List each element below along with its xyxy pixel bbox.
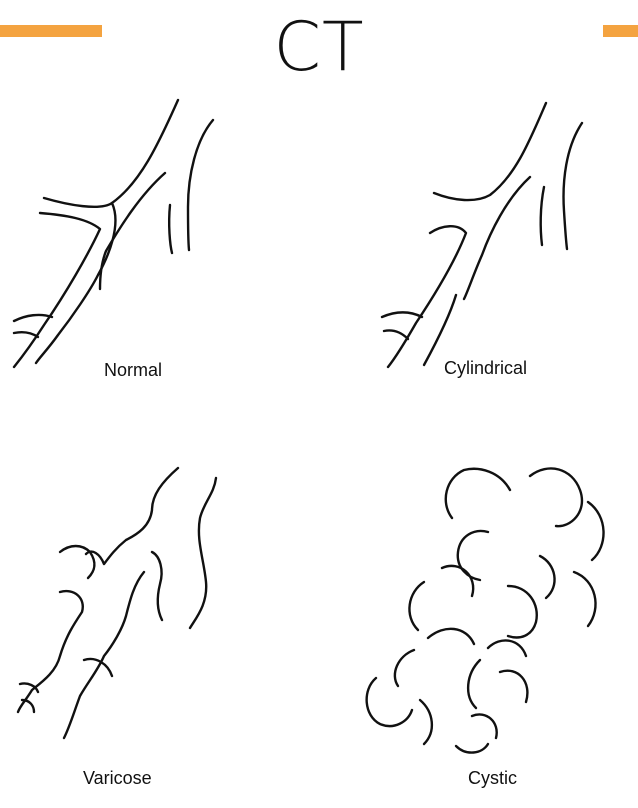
varicose-caption: Varicose (83, 768, 152, 788)
normal-airway-drawing (12, 98, 215, 369)
cystic-airway-drawing (365, 467, 605, 754)
varicose-airway-drawing (16, 466, 218, 740)
cylindrical-airway-drawing (380, 101, 584, 369)
normal-caption: Normal (104, 360, 163, 380)
cylindrical-caption: Cylindrical (444, 358, 528, 378)
accent-bar-right (603, 25, 638, 37)
slide-title: CT (273, 8, 365, 87)
accent-bar-left (0, 25, 102, 37)
cystic-caption: Cystic (468, 768, 517, 788)
